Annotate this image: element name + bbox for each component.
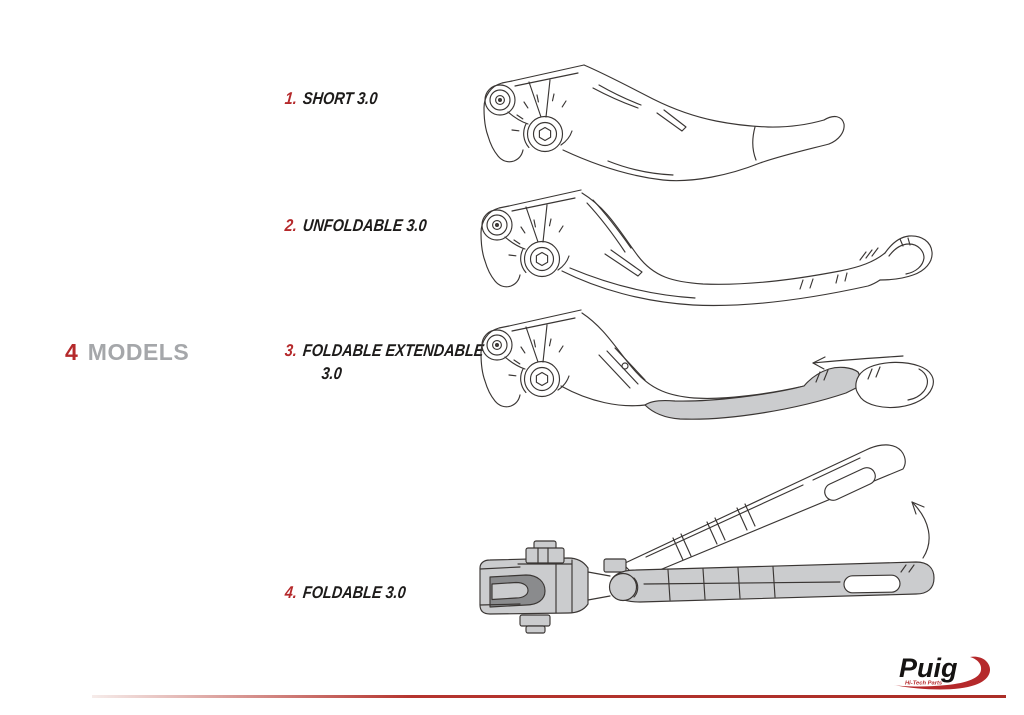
model-name-4: FOLDABLE 3.0 [302, 583, 407, 602]
model-number-1: 1. [284, 89, 299, 108]
model-label-4: 4.FOLDABLE 3.0 [284, 583, 407, 603]
models-label: MODELS [87, 339, 190, 365]
logo-swoosh [893, 656, 991, 690]
models-heading: 4 MODELS [65, 339, 189, 366]
model-number-4: 4. [284, 583, 299, 602]
model-number-3: 3. [284, 341, 299, 360]
fold-arrow-icon [911, 501, 930, 559]
models-count: 4 [65, 339, 78, 365]
lever-short-illustration [483, 64, 845, 182]
logo-tagline: Hi-Tech Parts [905, 681, 943, 687]
model-number-2: 2. [284, 216, 299, 235]
lever-foldable-illustration [479, 444, 935, 634]
logo-brand: Puig [899, 653, 958, 683]
lever-foldable-extendable-illustration [480, 309, 934, 420]
footer-rule [92, 695, 1006, 698]
slide-arrow-icon [812, 355, 904, 364]
model-label-3: 3.FOLDABLE EXTENDABLE 3.0 [281, 341, 485, 384]
lever-unfoldable-illustration [480, 189, 933, 307]
model-name-3: FOLDABLE EXTENDABLE [302, 341, 485, 360]
model-name-1: SHORT 3.0 [302, 89, 379, 108]
model-name-2: UNFOLDABLE 3.0 [302, 216, 428, 235]
puig-logo: Puig Hi-Tech Parts [890, 652, 1015, 698]
model-name-3-line2: 3.0 [320, 364, 343, 383]
model-label-1: 1.SHORT 3.0 [284, 89, 379, 109]
model-label-2: 2.UNFOLDABLE 3.0 [284, 216, 428, 236]
